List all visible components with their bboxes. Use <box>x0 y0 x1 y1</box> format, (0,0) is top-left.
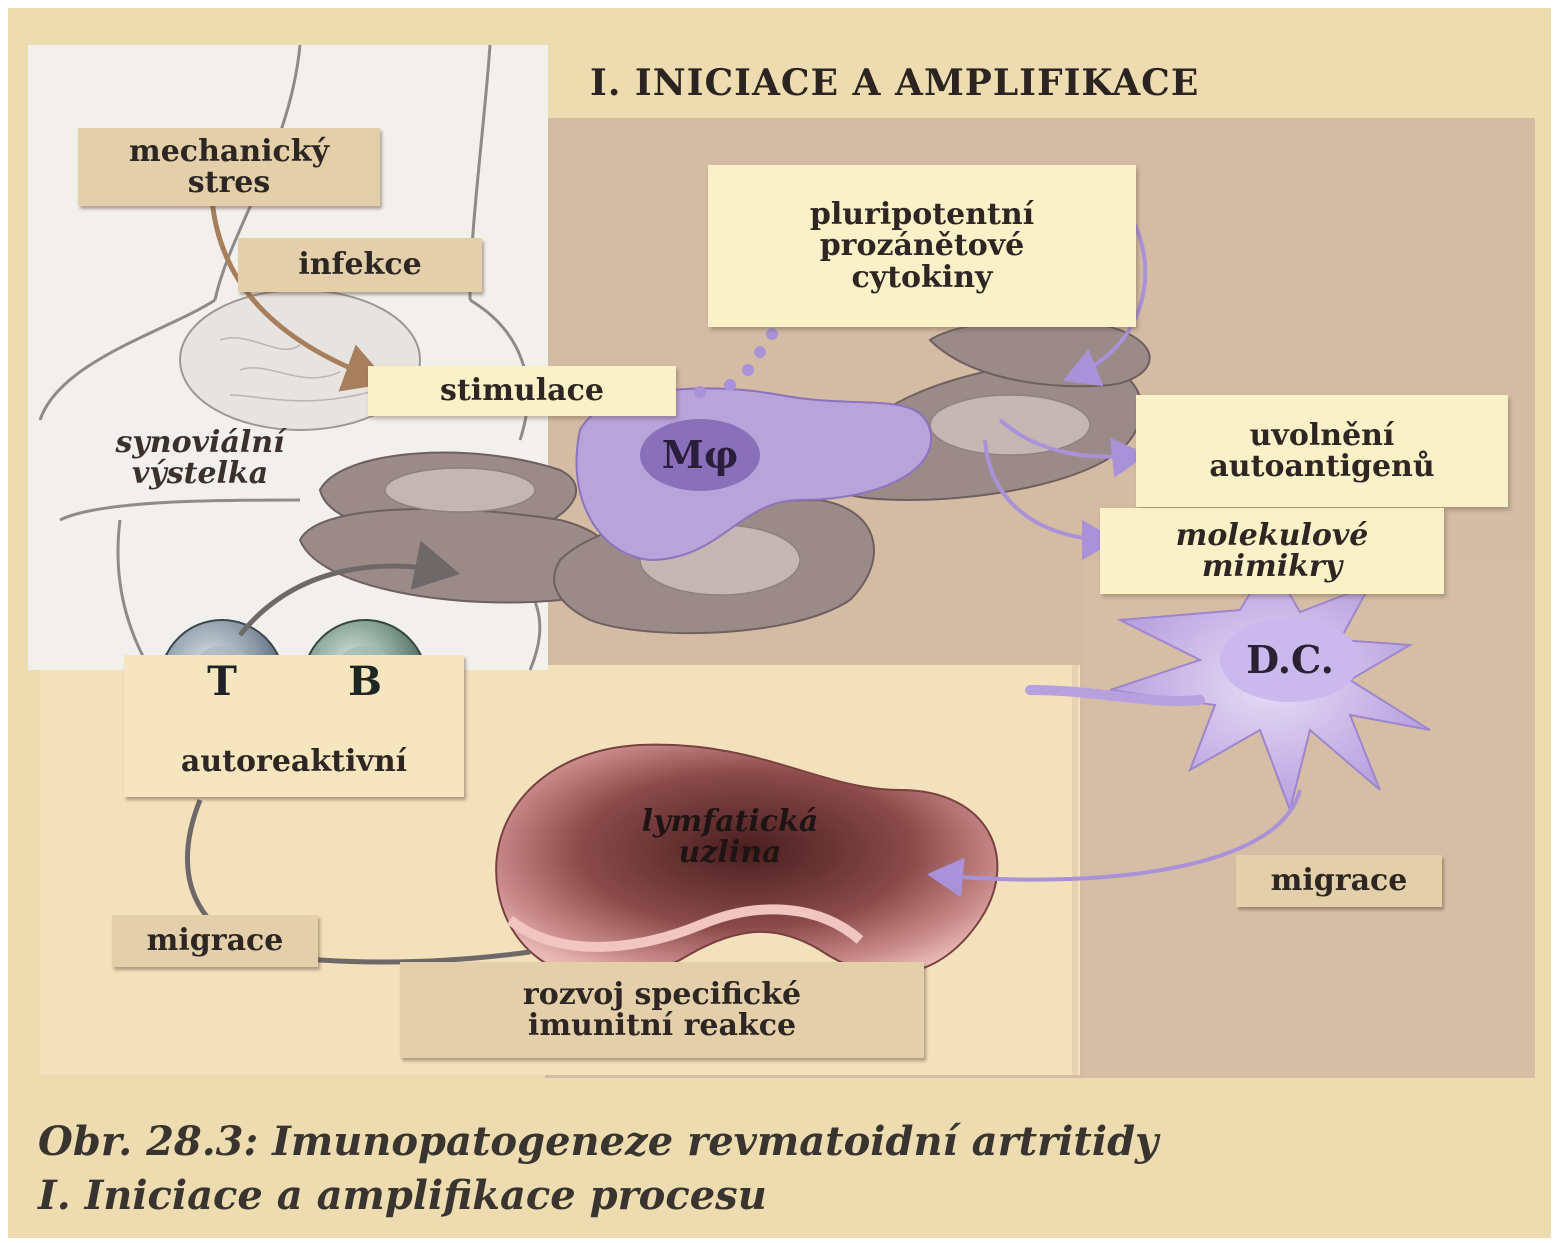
diagram-title: I. INICIACE A AMPLIFIKACE <box>590 62 1199 104</box>
label-migrace-left: migrace <box>112 915 318 967</box>
label-uvolneni: uvolnění autoantigenů <box>1136 395 1508 507</box>
label-t-cell: T <box>192 652 252 712</box>
label-mimikry: molekulové mimikry <box>1100 508 1444 594</box>
label-synovialni-vystelka: synoviální výstelka <box>70 418 330 498</box>
label-rozvoj: rozvoj specifické imunitní reakce <box>400 962 924 1058</box>
label-lymfaticka-uzlina: lymfatická uzlina <box>600 795 860 879</box>
caption-line-1: Obr. 28.3: Imunopatogeneze revmatoidní a… <box>38 1118 1158 1165</box>
label-infekce: infekce <box>238 238 482 292</box>
label-dendritic-cell: D.C. <box>1220 632 1360 688</box>
label-cytokiny: pluripotentní prozánětové cytokiny <box>708 165 1136 327</box>
label-b-cell: B <box>335 652 395 712</box>
label-stimulace: stimulace <box>368 366 676 416</box>
label-autoreaktivni: autoreaktivní <box>124 655 464 797</box>
label-macrophage: Mφ <box>640 425 760 485</box>
label-migrace-right: migrace <box>1236 855 1442 907</box>
label-mechanicky-stres: mechanický stres <box>78 128 380 206</box>
caption-line-2: I. Iniciace a amplifikace procesu <box>38 1172 767 1219</box>
